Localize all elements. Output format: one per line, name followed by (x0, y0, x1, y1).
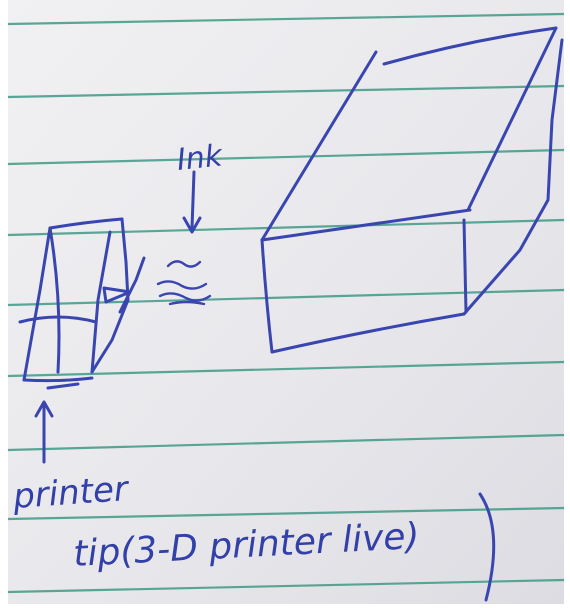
printer-label: printer (11, 469, 131, 517)
ink-label: Ink (175, 138, 225, 178)
